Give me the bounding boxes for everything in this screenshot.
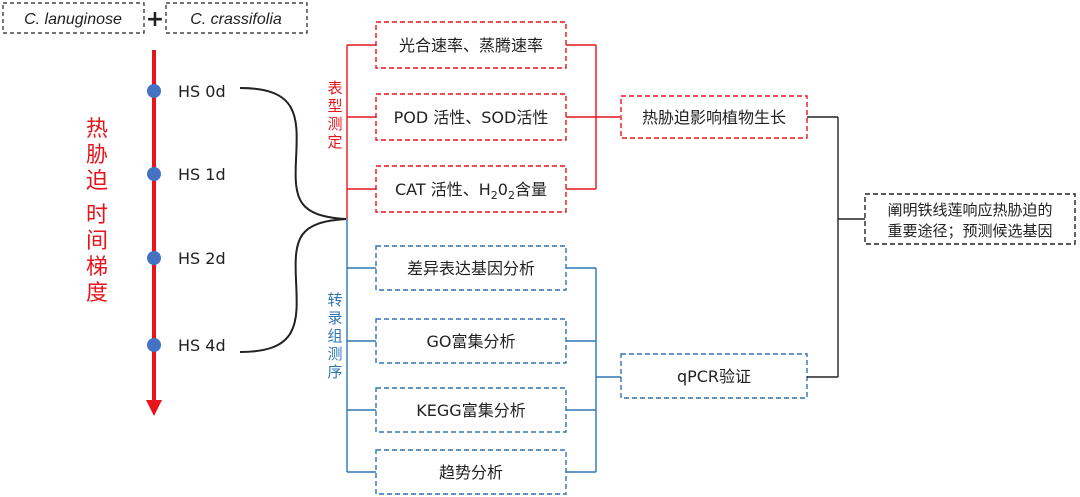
phenotype-label: 表 型 测 定 — [327, 79, 342, 151]
box-label: 光合速率、蒸腾速率 — [399, 36, 543, 55]
timeline-title-char: 热 — [86, 117, 108, 142]
grouping-brace — [239, 87, 347, 353]
timeline-title-char: 梯 — [86, 255, 108, 280]
box-label: 差异表达基因分析 — [407, 259, 535, 278]
cat-subscript: 2 — [508, 189, 515, 202]
conclusion-connectors — [807, 116, 865, 378]
box-label: qPCR验证 — [677, 367, 751, 386]
transcriptome-label-char: 录 — [327, 309, 342, 327]
timepoint-label: HS 2d — [178, 249, 226, 268]
box-label: CAT 活性、H202含量 — [395, 180, 547, 202]
species-box-lanuginose — [2, 2, 145, 34]
phenotype-result-box: 热胁迫影响植物生长 — [620, 95, 808, 139]
timepoint-dot — [147, 338, 161, 352]
timeline-title-char: 度 — [86, 281, 108, 306]
timepoint-dot — [147, 167, 161, 181]
transcriptome-label-char: 组 — [327, 327, 342, 345]
timeline-point-3: HS 4d — [147, 336, 226, 355]
transcriptome-box-trend: 趋势分析 — [375, 449, 567, 495]
cat-oxygen: 0 — [498, 180, 508, 199]
transcriptome-label-char: 测 — [327, 345, 342, 363]
timeline-point-0: HS 0d — [147, 82, 226, 101]
timeline-title-char: 时 — [86, 203, 108, 228]
phenotype-connectors — [346, 44, 620, 219]
timepoint-dot — [147, 84, 161, 98]
box-label: POD 活性、SOD活性 — [394, 108, 549, 127]
phenotype-box-cat: CAT 活性、H202含量 — [375, 165, 567, 213]
cat-text-pre: CAT 活性、H — [395, 180, 491, 199]
transcriptome-result-box: qPCR验证 — [620, 353, 808, 399]
timeline-title-char: 间 — [86, 229, 108, 254]
transcriptome-label-char: 转 — [327, 291, 342, 309]
box-label: KEGG富集分析 — [416, 401, 525, 420]
cat-text-post: 含量 — [515, 180, 547, 199]
species-label-crassifolia: C. crassifolia — [190, 11, 282, 28]
plus-sign: + — [146, 7, 164, 32]
species-box-crassifolia — [165, 2, 308, 34]
species-label-lanuginose: C. lanuginose — [24, 11, 122, 28]
timeline-point-2: HS 2d — [147, 249, 226, 268]
timeline-title-char: 胁 — [86, 143, 108, 168]
timepoint-label: HS 1d — [178, 165, 226, 184]
box-label: 热胁迫影响植物生长 — [642, 108, 786, 127]
timeline-title-char: 迫 — [86, 169, 108, 194]
timepoint-dot — [147, 251, 161, 265]
phenotype-label-char: 定 — [327, 133, 342, 151]
box-label: GO富集分析 — [427, 332, 516, 351]
timeline-title: 热 胁 迫 时 间 梯 度 — [86, 117, 108, 306]
phenotype-box-photosynthesis: 光合速率、蒸腾速率 — [375, 21, 567, 69]
phenotype-label-char: 型 — [327, 97, 342, 115]
transcriptome-connectors — [346, 219, 621, 473]
phenotype-box-enzyme: POD 活性、SOD活性 — [375, 93, 567, 141]
conclusion-line: 阐明铁线莲响应热胁迫的 — [887, 201, 1052, 219]
conclusion-box: 阐明铁线莲响应热胁迫的 重要途径；预测候选基因 — [864, 193, 1076, 245]
box-label: 趋势分析 — [439, 463, 503, 482]
cat-subscript: 2 — [491, 189, 498, 202]
timepoint-label: HS 0d — [178, 82, 226, 101]
transcriptome-box-kegg: KEGG富集分析 — [375, 387, 567, 433]
conclusion-line: 重要途径；预测候选基因 — [887, 222, 1052, 240]
timepoint-label: HS 4d — [178, 336, 226, 355]
phenotype-label-char: 表 — [327, 79, 342, 97]
transcriptome-box-deg: 差异表达基因分析 — [375, 245, 567, 291]
timeline-point-1: HS 1d — [147, 165, 226, 184]
transcriptome-label: 转 录 组 测 序 — [327, 291, 342, 381]
transcriptome-label-char: 序 — [327, 363, 342, 381]
transcriptome-box-go: GO富集分析 — [375, 318, 567, 364]
phenotype-label-char: 测 — [327, 115, 342, 133]
